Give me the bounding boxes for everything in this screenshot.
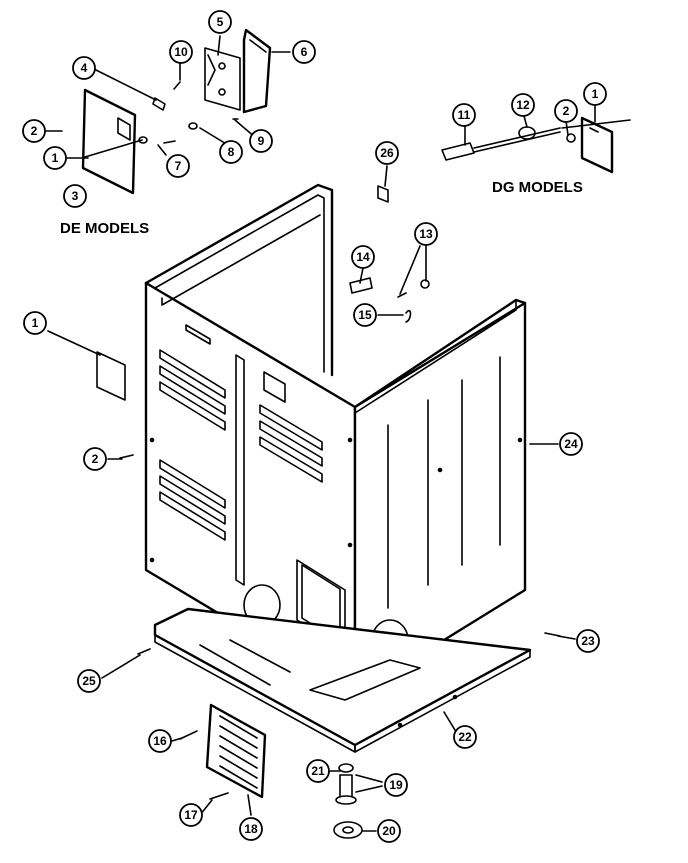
callout-19: 19 <box>384 773 408 797</box>
callout-2-left: 2 <box>83 447 107 471</box>
callout-label: 8 <box>228 145 235 159</box>
callout-label: 1 <box>592 87 599 101</box>
callout-label: 20 <box>382 824 396 838</box>
callout-label: 2 <box>563 104 570 118</box>
callout-14: 14 <box>351 245 375 269</box>
callout-10: 10 <box>169 40 193 64</box>
callout-label: 1 <box>32 316 39 330</box>
callout-9: 9 <box>249 129 273 153</box>
callout-1-left: 1 <box>23 311 47 335</box>
callout-17: 17 <box>179 803 203 827</box>
callout-24: 24 <box>559 432 583 456</box>
callout-label: 26 <box>380 146 394 160</box>
callout-23: 23 <box>576 629 600 653</box>
callout-label: 6 <box>301 45 308 59</box>
callout-7: 7 <box>166 154 190 178</box>
callout-label: 15 <box>358 308 372 322</box>
callout-label: 4 <box>81 61 88 75</box>
leader-lines <box>45 35 596 832</box>
callout-18: 18 <box>239 817 263 841</box>
callout-3: 3 <box>63 184 87 208</box>
callout-label: 22 <box>458 730 472 744</box>
callout-label: 2 <box>92 452 99 466</box>
callout-label: 10 <box>174 45 188 59</box>
callout-label: 14 <box>356 250 370 264</box>
vent-slots-upper-left <box>159 349 226 431</box>
callout-label: 24 <box>564 437 578 451</box>
callout-11: 11 <box>452 103 476 127</box>
callout-label: 5 <box>217 15 224 29</box>
callout-15: 15 <box>353 303 377 327</box>
callout-label: 1 <box>52 151 59 165</box>
callout-4: 4 <box>72 56 96 80</box>
callout-26: 26 <box>375 141 399 165</box>
base <box>153 607 532 753</box>
de-models-label: DE MODELS <box>60 220 149 237</box>
callout-22: 22 <box>453 725 477 749</box>
callout-13: 13 <box>414 222 438 246</box>
callout-label: 3 <box>72 189 79 203</box>
callout-1-dg: 1 <box>583 82 607 106</box>
callout-8: 8 <box>219 140 243 164</box>
callout-label: 12 <box>516 98 530 112</box>
callout-label: 17 <box>184 808 198 822</box>
callout-label: 18 <box>244 822 258 836</box>
callout-label: 19 <box>389 778 403 792</box>
de-models-assembly <box>81 28 272 195</box>
callout-6: 6 <box>292 40 316 64</box>
kick-panel <box>205 703 267 799</box>
dg-models-assembly <box>441 116 631 174</box>
callout-label: 2 <box>31 124 38 138</box>
callout-label: 25 <box>82 674 96 688</box>
dg-models-label: DG MODELS <box>492 179 583 196</box>
callout-12: 12 <box>511 93 535 117</box>
vent-slots-lower-left <box>159 459 226 541</box>
callout-2-de: 2 <box>22 119 46 143</box>
callout-16: 16 <box>148 729 172 753</box>
vent-slots-right-of-channel <box>259 404 323 483</box>
callout-label: 7 <box>175 159 182 173</box>
callout-20: 20 <box>377 819 401 843</box>
small-parts <box>96 185 561 839</box>
callout-label: 9 <box>258 134 265 148</box>
callout-label: 16 <box>153 734 167 748</box>
callout-label: 13 <box>419 227 433 241</box>
callout-2-dg: 2 <box>554 99 578 123</box>
callout-label: 21 <box>311 764 325 778</box>
callout-25: 25 <box>77 669 101 693</box>
callout-5: 5 <box>208 10 232 34</box>
callout-1-de: 1 <box>43 146 67 170</box>
callout-label: 11 <box>458 108 471 122</box>
callout-21: 21 <box>306 759 330 783</box>
callout-label: 23 <box>581 634 595 648</box>
